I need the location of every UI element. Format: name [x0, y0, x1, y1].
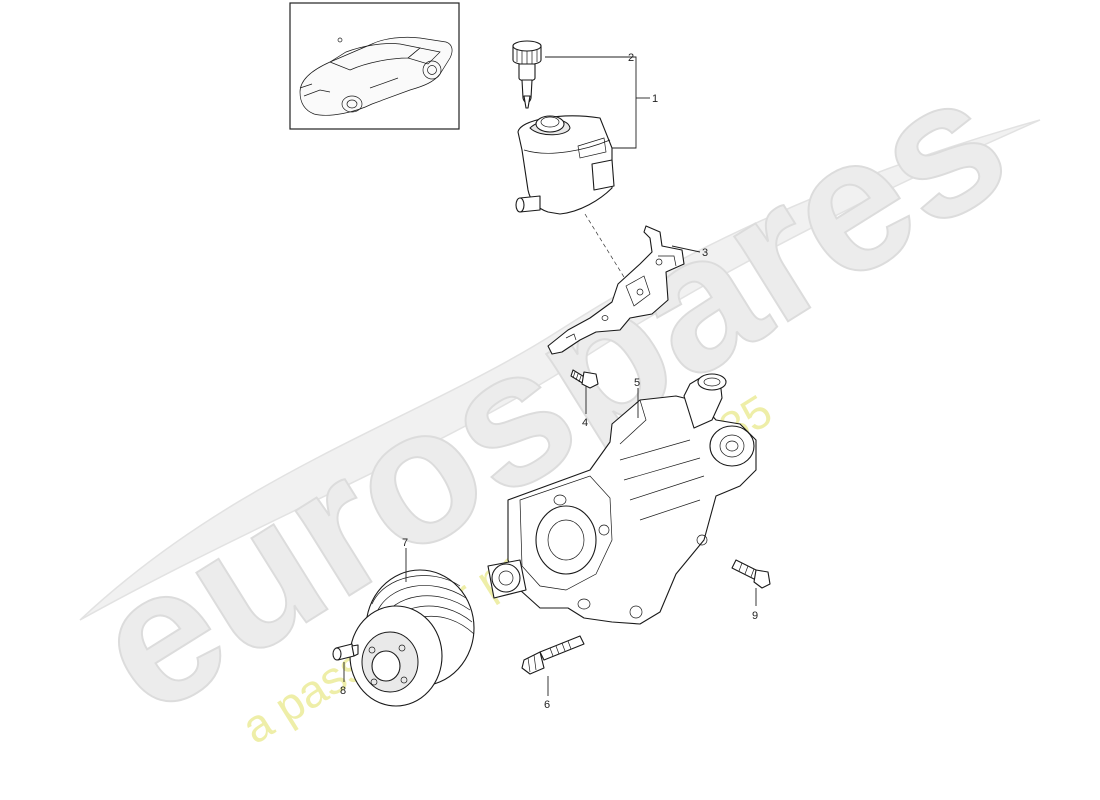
- pump-long-bolt[interactable]: [521, 635, 585, 675]
- pump-pulley[interactable]: [349, 569, 475, 707]
- fluid-reservoir[interactable]: [515, 115, 615, 215]
- callout-1[interactable]: 1: [652, 93, 658, 105]
- bracket-screw[interactable]: [570, 369, 599, 389]
- callout-3[interactable]: 3: [702, 247, 708, 259]
- bracket[interactable]: [547, 225, 685, 355]
- steering-pump[interactable]: [487, 373, 757, 625]
- callouts: 1 2 3 4 5 6 7 8 9: [340, 52, 758, 711]
- vehicle-thumbnail[interactable]: [289, 2, 460, 130]
- callout-6[interactable]: 6: [544, 699, 550, 711]
- alignment-line: [584, 213, 633, 291]
- leader-lines: [343, 56, 757, 696]
- pump-short-bolt[interactable]: [731, 559, 771, 589]
- callout-7[interactable]: 7: [402, 537, 408, 549]
- callout-2[interactable]: 2: [628, 52, 634, 64]
- callout-8[interactable]: 8: [340, 685, 346, 697]
- callout-9[interactable]: 9: [752, 610, 758, 622]
- callout-5[interactable]: 5: [634, 377, 640, 389]
- pulley-bolt[interactable]: [332, 643, 359, 661]
- car-icon: [299, 36, 453, 116]
- watermark-swoosh: [79, 119, 1041, 621]
- reservoir-cap[interactable]: [512, 40, 542, 109]
- callout-4[interactable]: 4: [582, 417, 588, 429]
